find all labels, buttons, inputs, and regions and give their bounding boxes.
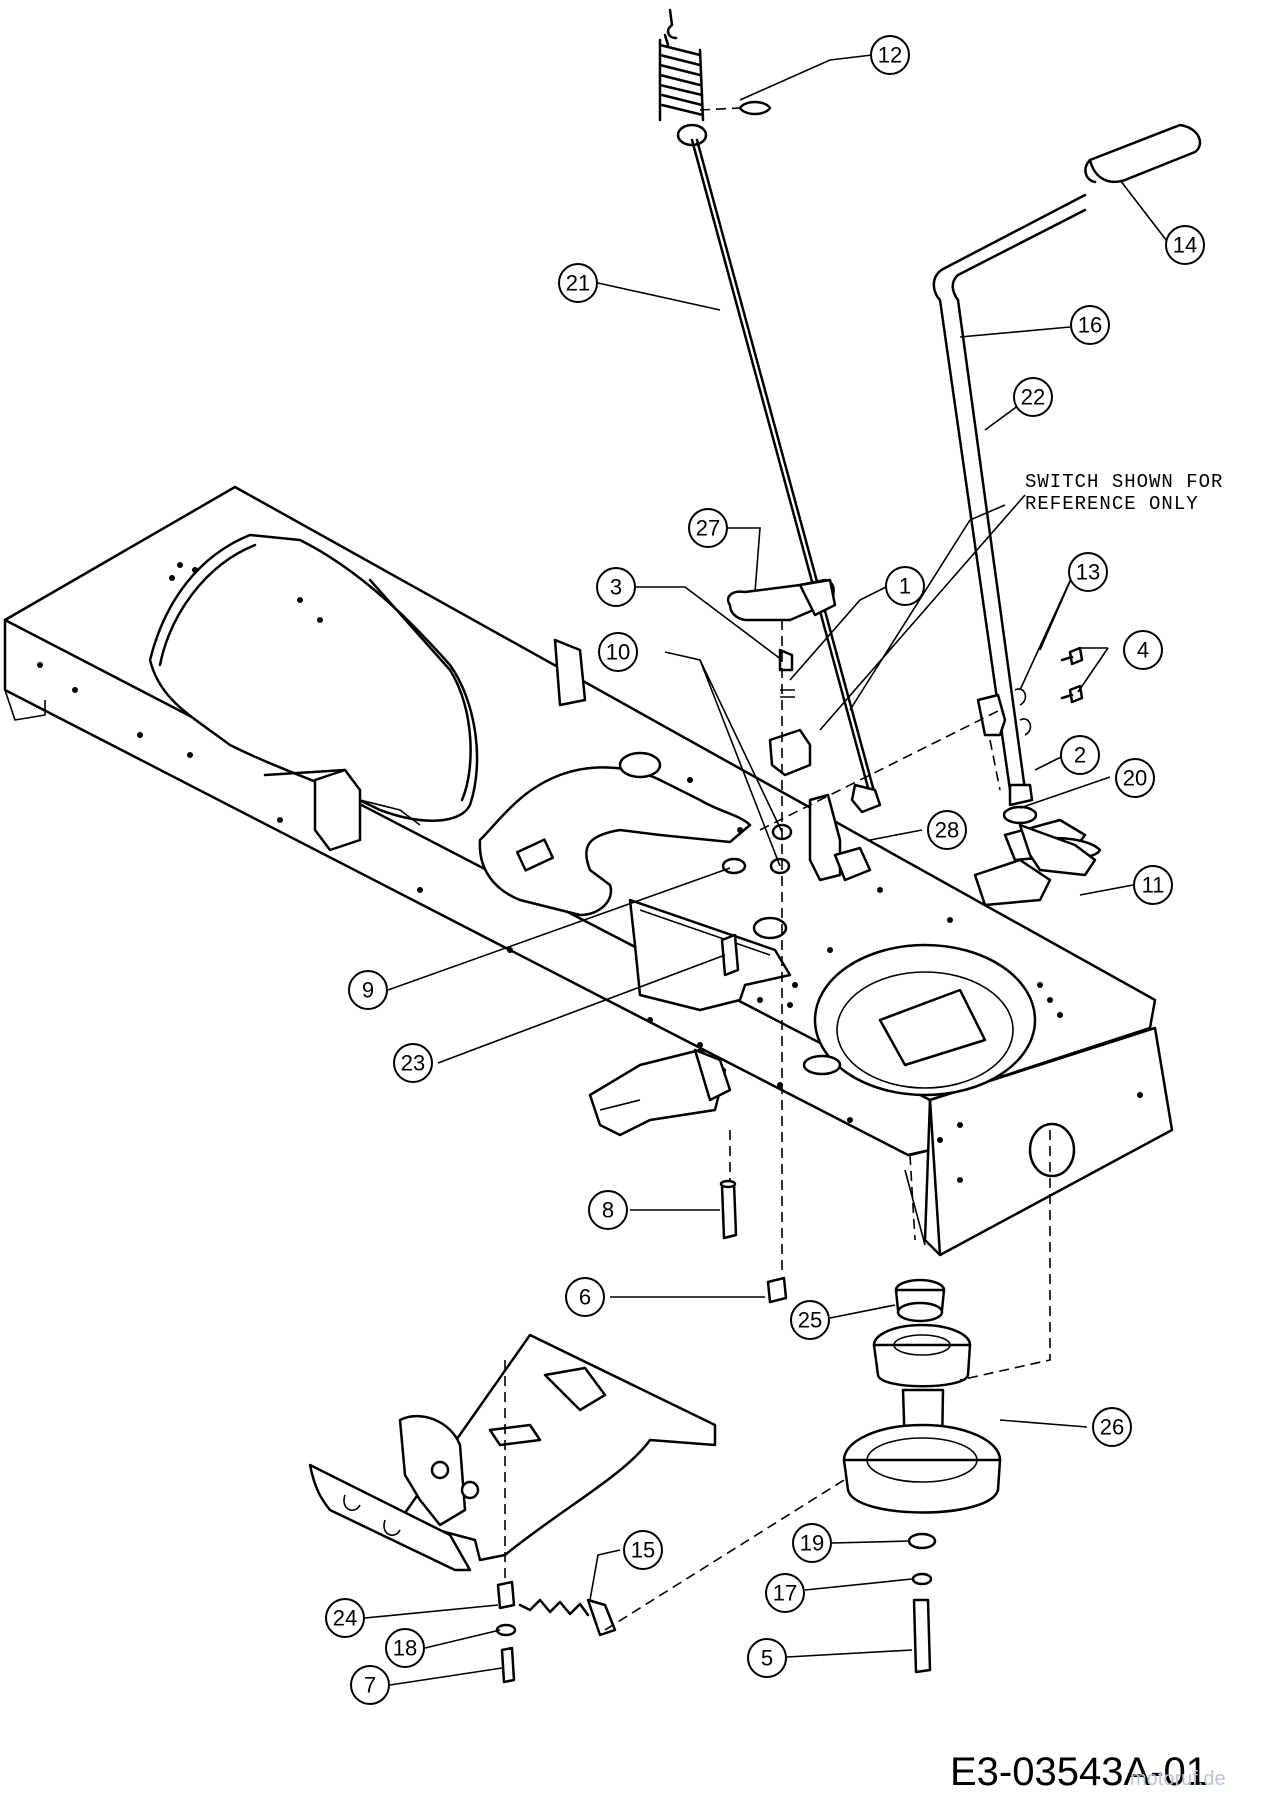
shift-lever [932,123,1202,877]
pin [719,1130,738,1240]
svg-text:15: 15 [631,1538,655,1563]
svg-text:8: 8 [602,1198,614,1223]
svg-text:21: 21 [566,271,590,296]
callout-11: 11 [1133,865,1173,905]
lower-plate [308,1333,717,1580]
callout-19: 19 [792,1523,832,1563]
svg-text:6: 6 [579,1285,591,1310]
watermark: motoruf.de [1130,1768,1226,1790]
svg-text:18: 18 [393,1636,417,1661]
pedal-bracket [588,1048,732,1137]
svg-text:13: 13 [1076,560,1100,585]
callout-9: 9 [348,970,388,1010]
svg-text:5: 5 [761,1646,773,1671]
svg-text:4: 4 [1137,638,1149,663]
frame-holes [37,562,1143,1183]
svg-text:26: 26 [1100,1415,1124,1440]
callout-16: 16 [1070,305,1110,345]
note-line-1: SWITCH SHOWN FOR [1025,471,1223,493]
callout-18: 18 [385,1628,425,1668]
callout-25: 25 [790,1300,830,1340]
svg-text:11: 11 [1142,873,1165,898]
svg-text:24: 24 [333,1606,357,1631]
callout-1: 1 [885,566,925,606]
frame [3,485,1174,1257]
svg-text:14: 14 [1173,233,1197,258]
callout-13: 13 [1068,552,1108,592]
spring-and-rod [658,8,882,814]
svg-text:25: 25 [798,1308,822,1333]
svg-text:23: 23 [401,1051,425,1076]
note-line-2: REFERENCE ONLY [1025,493,1199,515]
callout-28: 28 [927,810,967,850]
svg-text:9: 9 [362,978,374,1003]
callout-4: 4 [1123,630,1163,670]
callout-22: 22 [1013,377,1053,417]
svg-text:17: 17 [773,1581,797,1606]
svg-text:10: 10 [606,640,630,665]
svg-text:27: 27 [696,516,720,541]
callout-2: 2 [1060,735,1100,775]
callout-12: 12 [870,35,910,75]
diagram-code: E3-03543A-01 [950,1750,1208,1794]
lower-spring-and-bolts [495,1469,861,1684]
svg-text:16: 16 [1078,313,1102,338]
svg-text:19: 19 [800,1531,824,1556]
svg-text:2: 2 [1074,743,1086,768]
callout-8: 8 [588,1190,628,1230]
svg-text:22: 22 [1021,385,1045,410]
callout-5: 5 [747,1638,787,1678]
svg-text:7: 7 [364,1673,376,1698]
callout-24: 24 [325,1598,365,1638]
switch-reference-note: SWITCH SHOWN FOR REFERENCE ONLY [1025,471,1223,515]
callout-27: 27 [688,508,728,548]
callout-6: 6 [565,1277,605,1317]
callout-26: 26 [1092,1407,1132,1447]
callout-14: 14 [1165,225,1205,265]
callout-20: 20 [1115,758,1155,798]
pulley-stack [842,1130,1051,1674]
callout-23: 23 [393,1043,433,1083]
callout-3: 3 [596,567,636,607]
leader-lines [364,54,1171,1686]
svg-text:3: 3 [610,575,622,600]
svg-text:1: 1 [899,574,911,599]
svg-text:20: 20 [1123,766,1147,791]
callout-17: 17 [765,1573,805,1613]
callout-7: 7 [350,1665,390,1705]
bolt-6 [766,1276,788,1304]
svg-text:28: 28 [935,818,959,843]
callout-10: 10 [598,632,638,672]
callout-15: 15 [623,1530,663,1570]
nut-and-spacer [720,857,747,977]
callout-21: 21 [558,263,598,303]
svg-text:12: 12 [878,43,902,68]
switch-assembly [726,578,1001,1270]
